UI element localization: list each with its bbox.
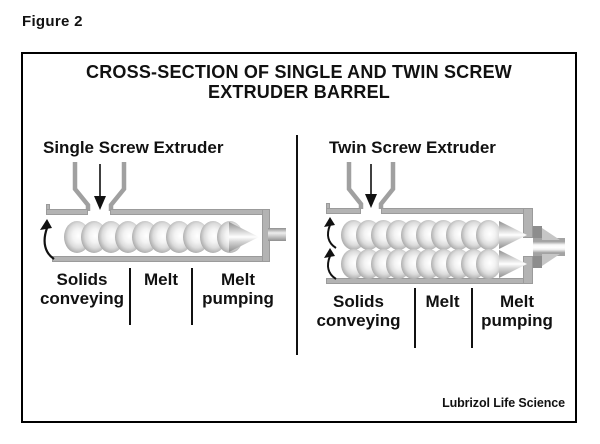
- single-zone-pumping-label: Melt pumping: [202, 270, 274, 308]
- twin-barrel-top-wall-left: [326, 208, 361, 214]
- single-zone-melt-label: Melt: [144, 270, 178, 289]
- figure-title-line2: EXTRUDER BARREL: [207, 82, 390, 102]
- figure-label: Figure 2: [22, 13, 83, 30]
- single-zone-divider-2: [191, 268, 193, 325]
- twin-barrel-end-wall-top: [523, 208, 533, 238]
- single-zone-solids-label: Solids conveying: [39, 270, 125, 308]
- twin-barrel-end-wall-bottom: [523, 256, 533, 284]
- single-barrel-top-wall-left: [46, 209, 88, 215]
- twin-zone-solids-label: Solids conveying: [316, 292, 401, 330]
- single-rotation-arrow-icon: [40, 219, 55, 260]
- single-panel-heading: Single Screw Extruder: [43, 138, 224, 157]
- twin-rotation-arrow-bottom-icon: [324, 248, 337, 280]
- twin-die-bore: [533, 238, 565, 256]
- single-hopper-feed-arrow-icon: [72, 162, 127, 211]
- screw-flight: [476, 249, 501, 279]
- figure-title-line1: CROSS-SECTION OF SINGLE AND TWIN SCREW: [86, 62, 512, 82]
- figure-title: CROSS-SECTION OF SINGLE AND TWIN SCREW E…: [21, 62, 577, 102]
- screw-flight: [476, 220, 501, 250]
- twin-hopper-feed-arrow-icon: [346, 162, 396, 209]
- single-barrel-end-wall: [262, 209, 270, 262]
- twin-die-flange-bottom: [533, 256, 542, 268]
- twin-zone-divider-1: [414, 288, 416, 348]
- panel-divider: [296, 135, 298, 355]
- twin-barrel-top-wall-right: [381, 208, 533, 214]
- single-zone-divider-1: [129, 268, 131, 325]
- single-screw: [64, 221, 243, 253]
- twin-zone-pumping-label: Melt pumping: [481, 292, 553, 330]
- single-barrel-bottom-wall: [52, 256, 270, 262]
- twin-screw-bottom: [341, 249, 501, 279]
- single-barrel-top-wall-right: [110, 209, 270, 215]
- twin-zone-divider-2: [471, 288, 473, 348]
- twin-panel-heading: Twin Screw Extruder: [329, 138, 496, 157]
- brand-wordmark: Lubrizol Life Science: [442, 396, 565, 410]
- twin-rotation-arrow-top-icon: [324, 217, 337, 249]
- twin-screw-top: [341, 220, 501, 250]
- twin-die-flange-top: [533, 226, 542, 238]
- twin-zone-melt-label: Melt: [425, 292, 460, 311]
- single-output-shaft: [268, 228, 286, 241]
- twin-barrel-bottom-wall: [326, 278, 533, 284]
